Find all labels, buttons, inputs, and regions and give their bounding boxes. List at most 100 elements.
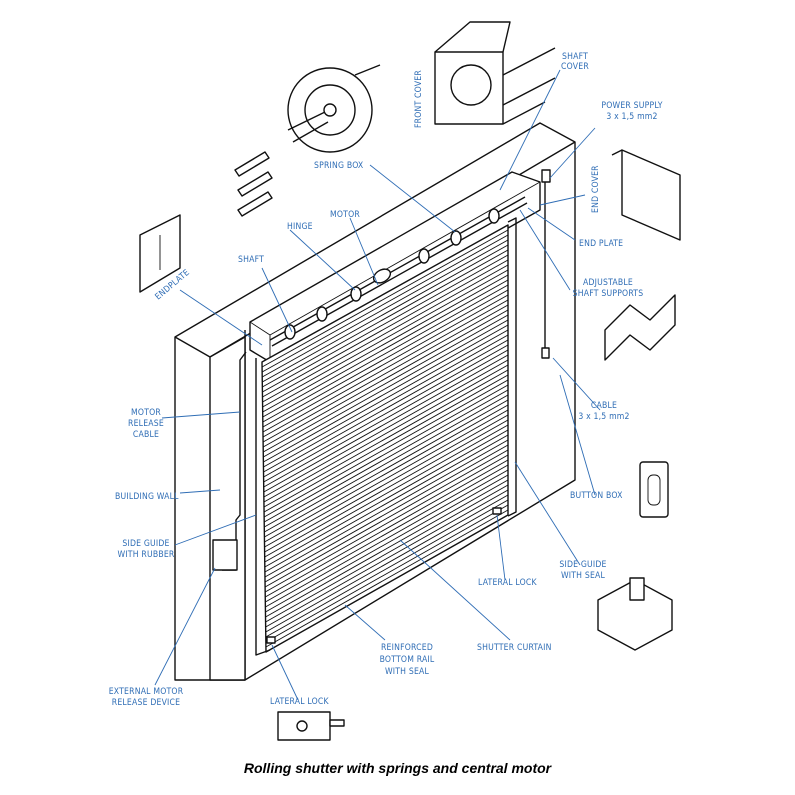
curtain-slat — [264, 404, 509, 543]
curtain-slat — [262, 264, 509, 403]
curtain-slat — [264, 429, 509, 568]
curtain-slat — [263, 364, 509, 503]
curtain-slat — [262, 254, 509, 393]
label-lateral-lock-bottom: LATERAL LOCK — [270, 697, 329, 707]
curtain-slat — [263, 344, 509, 483]
curtain-slat — [261, 239, 509, 378]
figure-caption: Rolling shutter with springs and central… — [243, 760, 552, 776]
spring-box — [284, 324, 296, 340]
curtain-slat — [265, 494, 509, 633]
curtain-slat — [262, 309, 509, 448]
spring-box — [418, 248, 430, 264]
external-motor-release-device — [212, 539, 238, 571]
side-guides — [255, 217, 517, 656]
curtain-slat — [262, 259, 509, 398]
curtain-slat — [263, 369, 509, 508]
curtain-slat — [265, 489, 509, 628]
lateral-lock-detail — [277, 711, 345, 741]
end-cover-detail — [611, 149, 681, 241]
curtain-slat — [263, 339, 509, 478]
curtain-slat — [262, 244, 509, 383]
curtain-slat — [262, 279, 509, 418]
curtain-slat — [261, 229, 509, 368]
curtain-slat — [263, 359, 509, 498]
button-box-detail — [639, 461, 669, 518]
curtain-slat — [262, 269, 509, 408]
curtain-slat — [262, 249, 509, 388]
label-motor: MOTOR — [330, 210, 360, 220]
curtain-slat — [264, 444, 509, 583]
curtain-slat — [262, 289, 509, 428]
curtain-slat — [263, 349, 509, 488]
curtain-slat — [265, 469, 509, 608]
leader-lines — [154, 69, 601, 701]
curtain-slat — [263, 374, 509, 513]
curtain-slat — [264, 409, 509, 548]
curtain-slat — [265, 499, 509, 638]
label-lateral-lock-right: LATERAL LOCK — [478, 578, 537, 588]
spring-box — [316, 306, 328, 322]
curtain-slat — [262, 299, 509, 438]
curtain-slat — [264, 454, 509, 593]
shaft — [269, 196, 528, 347]
curtain-slat — [262, 304, 509, 443]
label-front-cover: FRONT COVER — [414, 70, 424, 128]
curtain-slat — [263, 354, 509, 493]
curtain-slat — [263, 379, 509, 518]
curtain-slat — [264, 439, 509, 578]
curtain-slat — [263, 324, 509, 463]
label-shaft: SHAFT — [238, 255, 264, 265]
label-shutter-curtain: SHUTTER CURTAIN — [477, 643, 552, 653]
curtain-slat — [265, 509, 509, 648]
curtain-slat — [264, 424, 509, 563]
curtain-slat — [263, 384, 509, 523]
curtain-slat — [264, 389, 509, 528]
label-end-plate: END PLATE — [579, 239, 623, 249]
spring-box — [450, 230, 462, 246]
curtain-slat — [262, 274, 509, 413]
shaft-support-detail — [604, 294, 676, 361]
curtain-slat — [264, 419, 509, 558]
shutter-curtain — [261, 224, 509, 653]
spring-wheel-detail — [287, 64, 381, 153]
side-guide-seal-detail — [597, 577, 673, 651]
label-button-box: BUTTON BOX — [570, 491, 623, 501]
spring-box — [488, 208, 500, 224]
curtain-slat — [265, 474, 509, 613]
hinge-detail — [234, 151, 273, 217]
curtain-slat — [261, 234, 509, 373]
label-spring-box: SPRING BOX — [314, 161, 364, 171]
curtain-slat — [263, 334, 509, 473]
curtain-slat — [264, 449, 509, 588]
curtain-slat — [263, 314, 509, 453]
spring-box — [350, 286, 362, 302]
curtain-slat — [262, 284, 509, 423]
curtain-slat — [262, 294, 509, 433]
curtain-slat — [264, 414, 509, 553]
curtain-slat — [264, 394, 509, 533]
curtain-slat — [265, 504, 509, 643]
curtain-slat — [265, 459, 509, 598]
curtain-slat — [263, 329, 509, 468]
label-building-wall: BUILDING WALL — [115, 492, 179, 502]
curtain-slat — [265, 484, 509, 623]
shaft-cover-detail — [434, 21, 556, 125]
curtain-slat — [264, 399, 509, 538]
label-hinge: HINGE — [287, 222, 313, 232]
endplate-detail — [139, 214, 181, 293]
curtain-slat — [265, 464, 509, 603]
motor-body — [372, 268, 392, 284]
curtain-slat — [264, 434, 509, 573]
label-end-cover: END COVER — [591, 165, 601, 213]
